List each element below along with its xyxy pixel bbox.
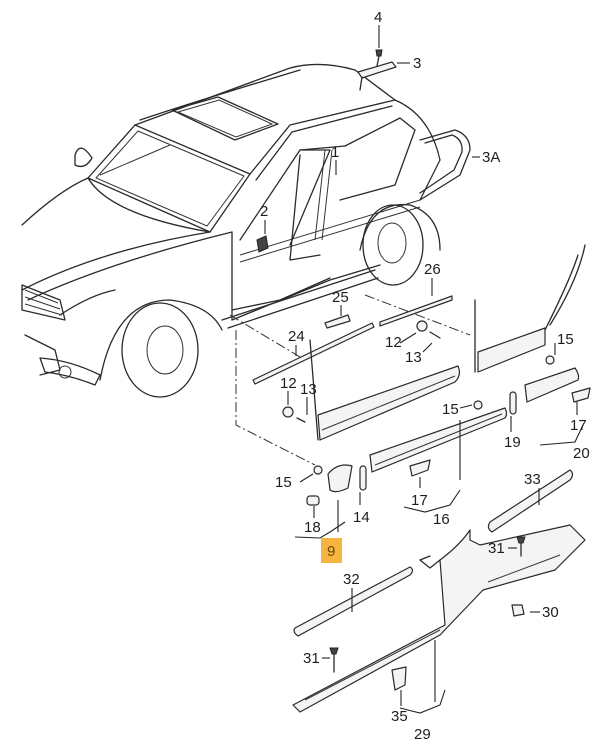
callout-labels: 4 3 3A 1 2 26 25 24 12 13 12 13 15 15 15… bbox=[260, 9, 590, 743]
highlight-box-part-9 bbox=[321, 538, 342, 563]
callout-32[interactable]: 32 bbox=[343, 571, 360, 588]
callout-26[interactable]: 26 bbox=[424, 261, 441, 278]
leader-lines bbox=[264, 25, 584, 714]
callout-13-upper[interactable]: 13 bbox=[405, 349, 422, 366]
part-screws-31 bbox=[329, 536, 526, 673]
callout-15-mid[interactable]: 15 bbox=[442, 401, 459, 418]
callout-15-left[interactable]: 15 bbox=[275, 474, 292, 491]
part-clip-2 bbox=[256, 235, 269, 253]
callout-2[interactable]: 2 bbox=[260, 203, 268, 220]
part-strip-19 bbox=[509, 391, 517, 415]
part-clip-3 bbox=[357, 61, 397, 91]
callout-19[interactable]: 19 bbox=[504, 434, 521, 451]
vehicle-outline bbox=[21, 63, 471, 466]
callout-9-highlighted[interactable]: 9 bbox=[327, 543, 335, 560]
part-clip-25 bbox=[324, 314, 351, 329]
part-rear-panel bbox=[474, 244, 586, 373]
callout-12-upper[interactable]: 12 bbox=[385, 334, 402, 351]
callout-35[interactable]: 35 bbox=[391, 708, 408, 725]
callout-15-right[interactable]: 15 bbox=[557, 331, 574, 348]
callout-3[interactable]: 3 bbox=[413, 55, 421, 72]
part-molding-26 bbox=[379, 295, 453, 327]
part-molding-16 bbox=[369, 407, 508, 473]
callout-12-lower[interactable]: 12 bbox=[280, 375, 297, 392]
callout-14[interactable]: 14 bbox=[353, 509, 370, 526]
callout-30[interactable]: 30 bbox=[542, 604, 559, 621]
part-cap-9 bbox=[327, 464, 353, 493]
callout-31-right[interactable]: 31 bbox=[488, 540, 505, 557]
part-sill-29 bbox=[292, 524, 586, 713]
part-sill-plate-33 bbox=[487, 469, 574, 533]
callout-20[interactable]: 20 bbox=[573, 445, 590, 462]
part-clip-17 bbox=[409, 387, 591, 477]
callout-1[interactable]: 1 bbox=[331, 144, 339, 161]
callout-16[interactable]: 16 bbox=[433, 511, 450, 528]
part-clip-35 bbox=[391, 666, 407, 691]
part-molding-24 bbox=[252, 322, 375, 385]
part-screw-4 bbox=[375, 49, 383, 67]
callout-17-right[interactable]: 17 bbox=[570, 417, 587, 434]
part-clip-18 bbox=[306, 495, 320, 506]
part-nut-30 bbox=[511, 604, 525, 617]
callout-13-lower[interactable]: 13 bbox=[300, 381, 317, 398]
part-door-panel-front bbox=[309, 339, 461, 441]
callout-4[interactable]: 4 bbox=[374, 9, 382, 26]
callout-3A[interactable]: 3A bbox=[482, 149, 500, 166]
callout-29[interactable]: 29 bbox=[414, 726, 431, 743]
callout-17-mid[interactable]: 17 bbox=[411, 492, 428, 509]
callout-31-left[interactable]: 31 bbox=[303, 650, 320, 667]
callout-24[interactable]: 24 bbox=[288, 328, 305, 345]
part-molding-20 bbox=[524, 367, 580, 403]
callout-33[interactable]: 33 bbox=[524, 471, 541, 488]
part-sill-plate-32 bbox=[293, 566, 414, 637]
callout-18[interactable]: 18 bbox=[304, 519, 321, 536]
part-strip-14 bbox=[359, 465, 367, 491]
fasteners bbox=[282, 320, 555, 475]
callout-25[interactable]: 25 bbox=[332, 289, 349, 306]
